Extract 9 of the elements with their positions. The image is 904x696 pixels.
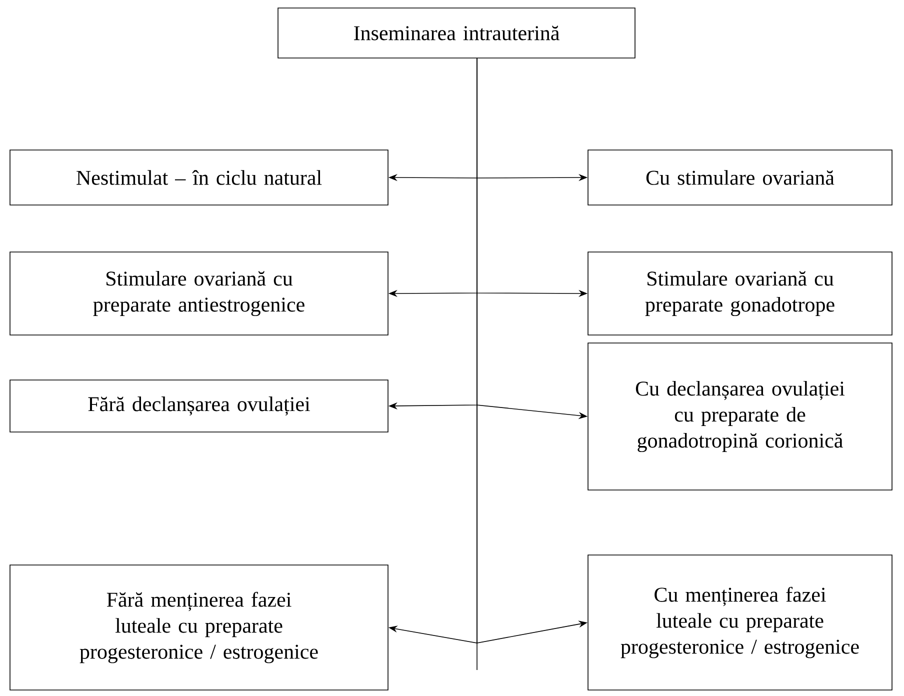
- process-box: Inseminarea intrauterină: [278, 8, 636, 58]
- process-box: Nestimulat – în ciclu natural: [10, 150, 388, 206]
- process-box: Cu menținerea fazei luteale cu preparate progesteronice / estrogenice: [588, 554, 892, 690]
- process-box: Fără menținerea fazei luteale cu preparate progesteronice / estrogenice: [10, 564, 388, 690]
- process-box: Fără declanșarea ovulației: [10, 380, 388, 432]
- process-box: Stimulare ovariană cu preparate antiestrogenice: [10, 252, 388, 336]
- process-box: Cu stimulare ovariană: [588, 150, 892, 206]
- process-box: Stimulare ovariană cu preparate gonadotrope: [588, 252, 892, 336]
- process-box: Cu declanșarea ovulației cu preparate de gonadotropină corionică: [588, 342, 892, 490]
